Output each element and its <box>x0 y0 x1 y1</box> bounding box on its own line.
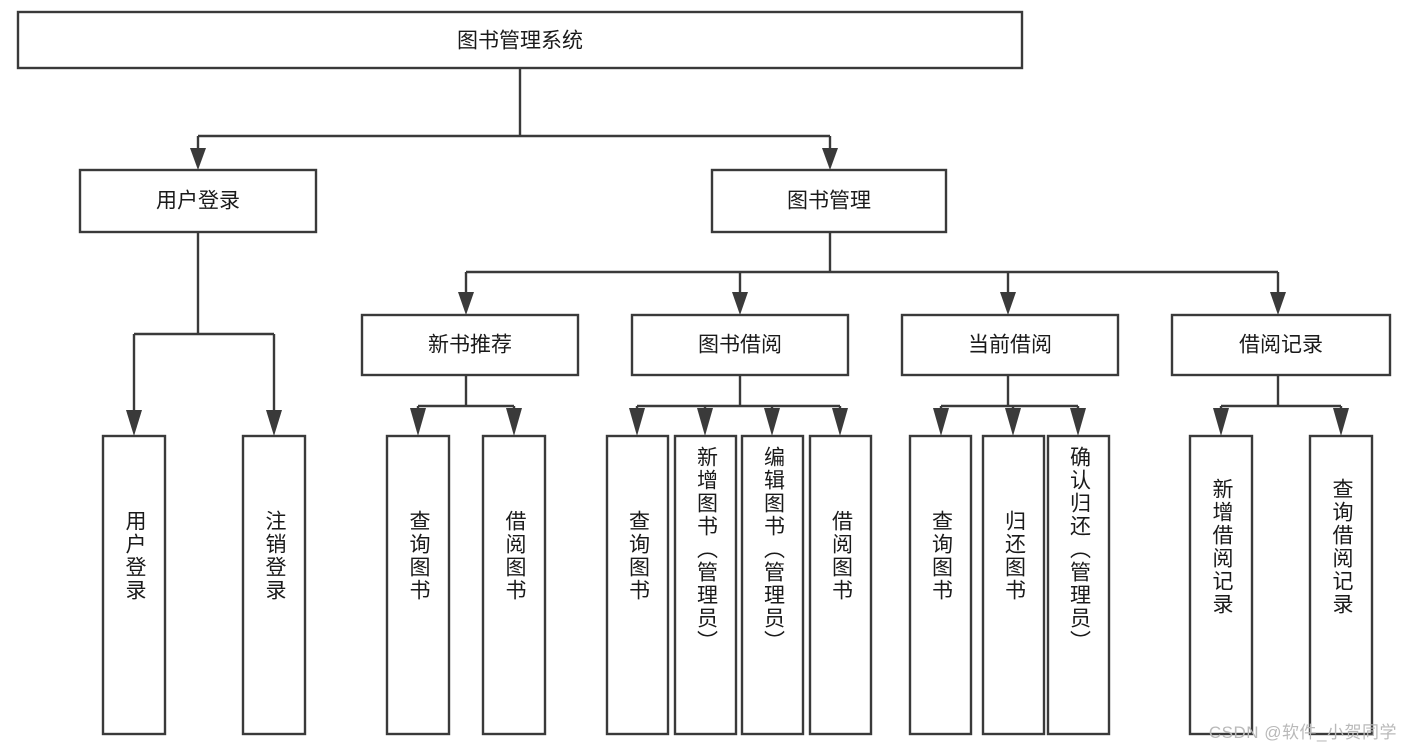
arrow-head-book-borrow <box>732 292 748 315</box>
node-box-book-management[interactable] <box>710 168 948 234</box>
node-box-leaf-query-book-2[interactable] <box>605 434 670 736</box>
node-box-leaf-confirm-return[interactable] <box>1046 434 1111 736</box>
arrow-head-leaf-query-book-3 <box>933 408 949 436</box>
arrow-head-leaf-query-book-1 <box>410 408 426 436</box>
arrow-head-book-management <box>822 148 838 170</box>
csdn-watermark: CSDN @软件_小贺同学 <box>1208 723 1397 742</box>
node-box-leaf-borrow-book-2[interactable] <box>808 434 873 736</box>
node-box-root[interactable] <box>16 10 1024 70</box>
connector-layer <box>126 68 1349 436</box>
arrow-head-current-borrow <box>1000 292 1016 315</box>
arrow-head-leaf-user-login <box>126 410 142 436</box>
node-box-leaf-add-book[interactable] <box>673 434 738 736</box>
node-box-user-login[interactable] <box>78 168 318 234</box>
node-layer: 图书管理系统 用户登录 图书管理 新书推荐 图书借阅 当前借阅 借阅记录 <box>16 10 1392 736</box>
node-box-leaf-query-book-3[interactable] <box>908 434 973 736</box>
arrow-head-new-book-recommend <box>458 292 474 315</box>
arrow-head-user-login <box>190 148 206 170</box>
node-box-leaf-return-book[interactable] <box>981 434 1046 736</box>
node-label-new-book-recommend: 新书推荐 <box>428 334 512 357</box>
node-label-borrow-record: 借阅记录 <box>1239 334 1323 357</box>
node-box-leaf-logout[interactable] <box>241 434 307 736</box>
node-box-leaf-query-record[interactable] <box>1308 434 1374 736</box>
node-box-leaf-query-book-1[interactable] <box>385 434 451 736</box>
node-box-current-borrow[interactable] <box>900 313 1120 377</box>
node-label-book-borrow: 图书借阅 <box>698 334 782 357</box>
arrow-head-leaf-query-record <box>1333 408 1349 436</box>
arrow-head-borrow-record <box>1270 292 1286 315</box>
node-box-leaf-user-login[interactable] <box>101 434 167 736</box>
arrow-head-leaf-add-book <box>697 408 713 436</box>
node-label-current-borrow: 当前借阅 <box>968 334 1052 357</box>
arrow-head-leaf-add-record <box>1213 408 1229 436</box>
node-box-new-book-recommend[interactable] <box>360 313 580 377</box>
arrow-head-leaf-borrow-book-1 <box>506 408 522 436</box>
arrow-head-leaf-borrow-book-2 <box>832 408 848 436</box>
node-box-book-borrow[interactable] <box>630 313 850 377</box>
node-box-borrow-record[interactable] <box>1170 313 1392 377</box>
arrow-head-leaf-return-book <box>1005 408 1021 436</box>
node-box-leaf-edit-book[interactable] <box>740 434 805 736</box>
node-label-user-login: 用户登录 <box>156 190 240 213</box>
node-label-book-management: 图书管理 <box>787 190 871 213</box>
node-box-leaf-add-record[interactable] <box>1188 434 1254 736</box>
arrow-head-leaf-query-book-2 <box>629 408 645 436</box>
arrow-head-leaf-logout <box>266 410 282 436</box>
arrow-head-leaf-confirm-return <box>1070 408 1086 436</box>
node-box-leaf-borrow-book-1[interactable] <box>481 434 547 736</box>
node-label-root: 图书管理系统 <box>457 30 583 53</box>
arrow-head-leaf-edit-book <box>764 408 780 436</box>
